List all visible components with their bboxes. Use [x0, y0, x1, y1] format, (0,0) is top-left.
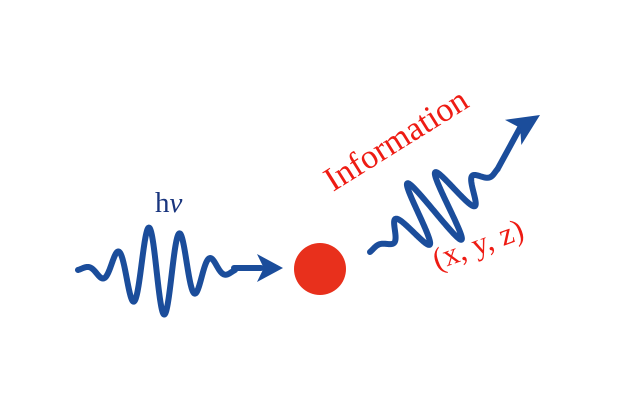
scattered-information-wave: [367, 166, 501, 255]
label-information: Information: [318, 81, 475, 198]
scattered-photon-group: [367, 115, 540, 255]
label-photon-energy: hν: [155, 187, 183, 219]
label-photon-energy-nu: ν: [170, 187, 183, 219]
scattering-particle: [294, 243, 346, 295]
incident-photon-group: [75, 224, 283, 318]
label-photon-energy-h: h: [155, 187, 170, 219]
scattered-arrow-head: [504, 115, 540, 146]
scattered-arrow-shaft: [494, 125, 523, 173]
incident-arrow-head: [257, 254, 283, 282]
incident-photon-wave: [75, 224, 238, 318]
